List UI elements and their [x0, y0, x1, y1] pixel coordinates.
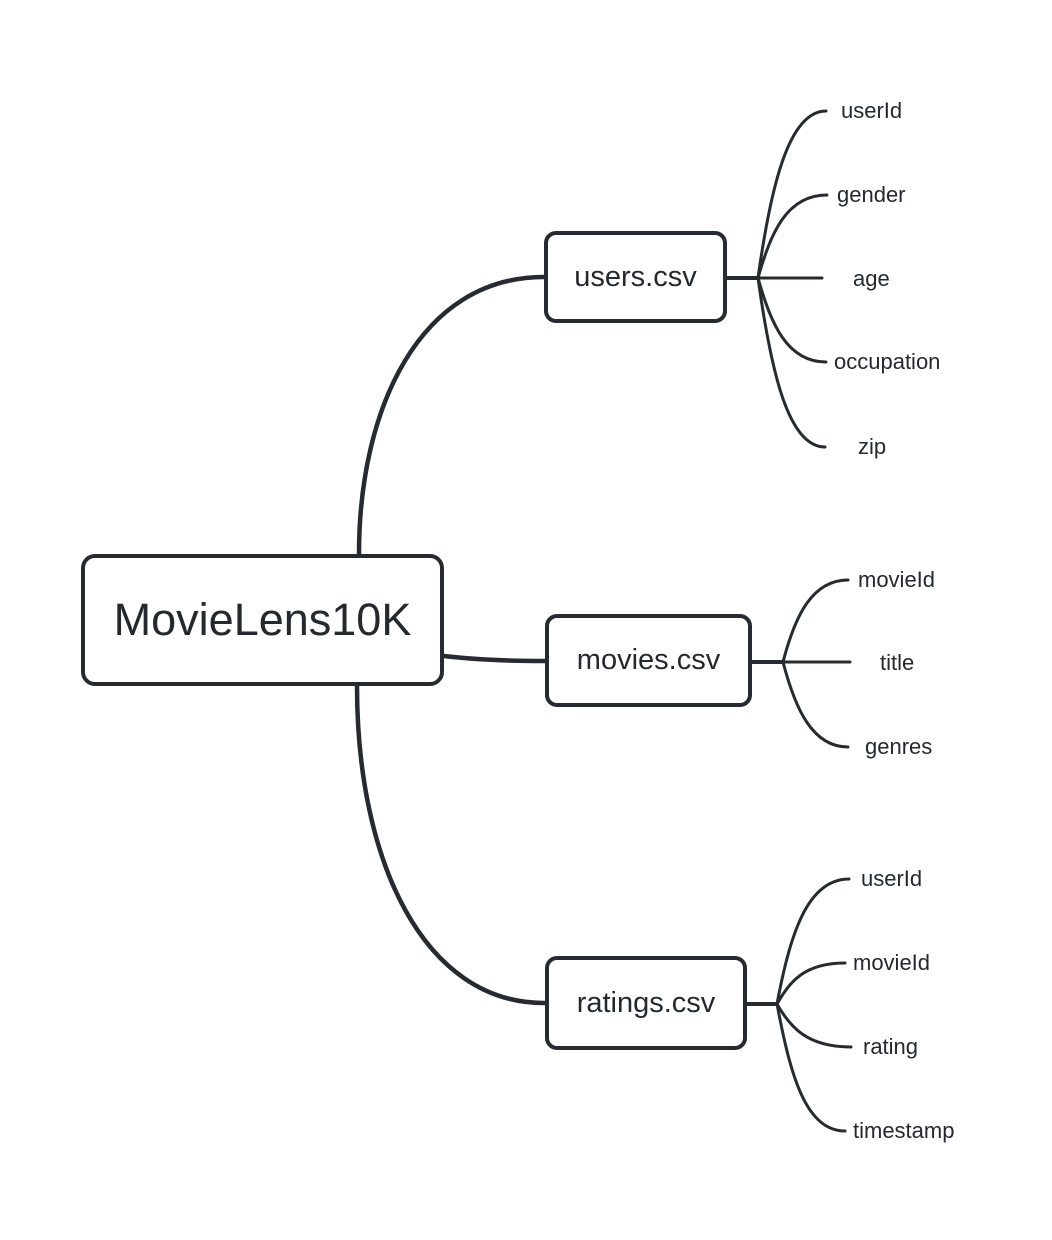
- leaf-movies-genres[interactable]: genres: [865, 734, 933, 759]
- leaf-users-userid[interactable]: userId: [841, 98, 903, 123]
- node-ratings-csv-label: ratings.csv: [576, 986, 716, 1019]
- edge-ratings-userid: [775, 877, 851, 1006]
- leaf-users-occupation[interactable]: occupation: [834, 349, 941, 374]
- edge-root-ratings: [354, 683, 547, 1006]
- edge-ratings-timestamp: [775, 1002, 847, 1133]
- edge-users-userid: [756, 109, 828, 280]
- edge-movies-genres: [781, 660, 850, 749]
- edge-users-zip: [756, 276, 827, 449]
- node-users-csv-label: users.csv: [574, 260, 697, 293]
- edge-root-movies: [441, 653, 548, 664]
- node-movies-csv[interactable]: movies.csv: [545, 614, 752, 707]
- leaf-users-age[interactable]: age: [853, 266, 890, 291]
- edge-ratings-movieid: [775, 961, 847, 1006]
- leaf-users-gender[interactable]: gender: [837, 182, 906, 207]
- leaf-users-zip[interactable]: zip: [858, 434, 887, 459]
- leaf-ratings-movieid[interactable]: movieId: [853, 950, 931, 975]
- node-root[interactable]: MovieLens10K: [81, 554, 444, 686]
- edge-movies-movieid: [781, 578, 850, 664]
- node-movies-csv-label: movies.csv: [576, 644, 721, 676]
- node-root-label: MovieLens10K: [113, 594, 412, 645]
- node-ratings-csv[interactable]: ratings.csv: [545, 956, 747, 1050]
- leaf-ratings-rating[interactable]: rating: [863, 1034, 919, 1059]
- leaf-ratings-timestamp[interactable]: timestamp: [853, 1118, 955, 1143]
- leaf-movies-title[interactable]: title: [880, 650, 915, 675]
- edge-users-gender: [756, 193, 829, 280]
- leaf-ratings-userid[interactable]: userId: [861, 866, 923, 891]
- edge-ratings-rating: [775, 1002, 853, 1049]
- edge-users-occupation: [756, 276, 828, 364]
- edge-root-users: [356, 274, 547, 557]
- leaf-movies-movieid[interactable]: movieId: [858, 567, 936, 592]
- node-users-csv[interactable]: users.csv: [544, 231, 727, 323]
